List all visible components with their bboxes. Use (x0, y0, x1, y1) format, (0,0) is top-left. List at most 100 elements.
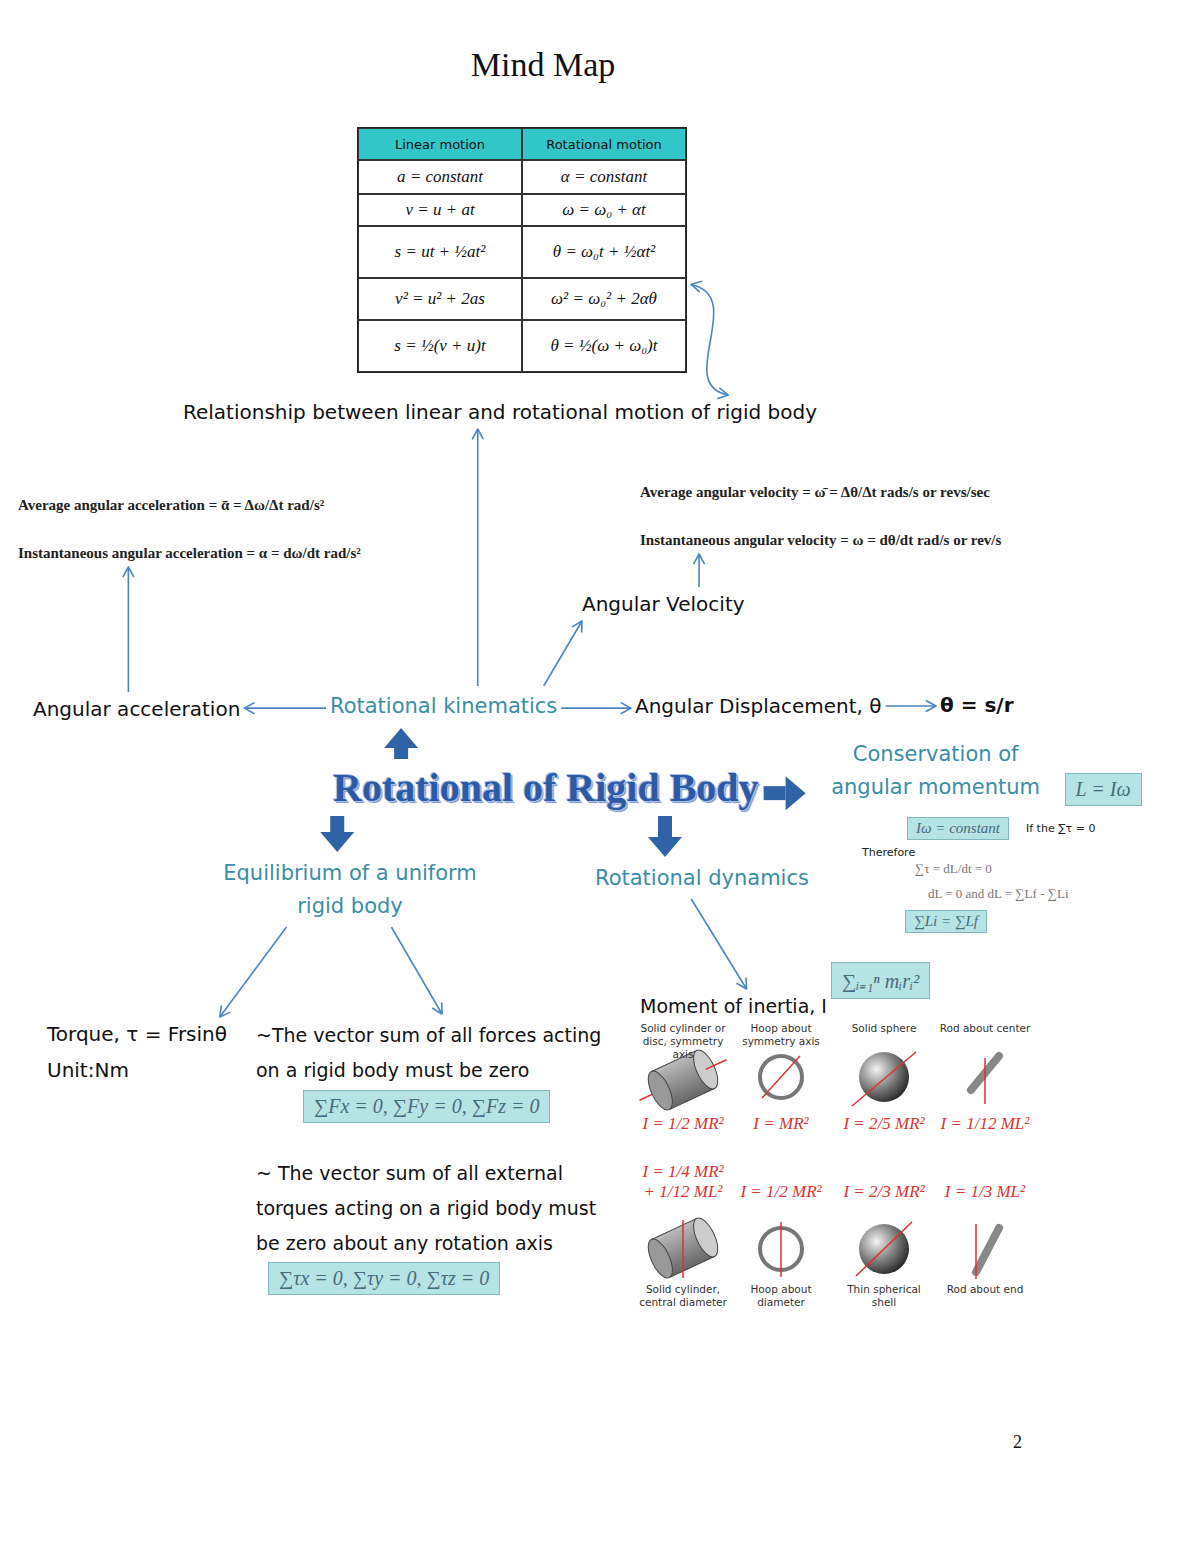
topic-text: Angular Velocity (582, 591, 745, 617)
table-cell: v = u + at (358, 194, 522, 226)
formula-box: Iω = constant (907, 817, 1009, 840)
topic-text: Moment of inertia, I (640, 993, 827, 1019)
topic-text: Torque, τ = FrsinθUnit:Nm (47, 1021, 227, 1083)
table-cell: v² = u² + 2as (358, 278, 522, 320)
table-cell: θ = ½(ω + ω₀)t (522, 320, 686, 372)
formula-text: θ = s/r (940, 692, 1014, 718)
inertia-formula: I = 2/5 MR² (836, 1114, 932, 1134)
node-text: ∑ᵢ₌₁ⁿ mᵢrᵢ² (842, 967, 919, 994)
shape-caption: Rod about center (936, 1022, 1034, 1035)
node-text: Angular Velocity (582, 591, 745, 617)
shape-caption: Rod about end (936, 1283, 1034, 1296)
arrow-head (926, 701, 936, 712)
connector-line (128, 567, 130, 692)
topic-text: Angular acceleration (33, 696, 240, 722)
curved-line (691, 284, 728, 395)
node-text: Iω = constant (916, 820, 1000, 837)
hoop-symmetry (760, 1056, 802, 1098)
connector-line (220, 927, 287, 1017)
shape-caption: Solid cylinder, central diameter (634, 1283, 732, 1309)
connector-line (244, 707, 326, 709)
topic-text: Relationship between linear and rotation… (183, 399, 817, 425)
node-text: θ = s/r (940, 692, 1014, 718)
node-text: Angular Displacement, θ (635, 693, 882, 719)
arrow-head (648, 837, 682, 857)
table-cell: Linear motion (358, 128, 522, 160)
arrow-head (573, 621, 582, 632)
node-text: Rotational dynamics (595, 862, 809, 895)
arrow-shaft (658, 816, 672, 837)
connector-arrow (691, 899, 746, 989)
formula-block: Average angular acceleration = ᾱ = Δω/Δt… (18, 495, 361, 563)
connector-line (886, 705, 936, 707)
inertia-formula: I = 1/4 MR² + 1/12 ML² (635, 1162, 731, 1202)
connector-line (544, 621, 582, 686)
node-text: Instantaneous angular velocity = ω = dθ/… (640, 530, 1001, 550)
node-text: Angular acceleration (33, 696, 240, 722)
connector-arrow (220, 927, 287, 1017)
node-text: ∑τx = 0, ∑τy = 0, ∑τz = 0 (279, 1267, 489, 1290)
block-arrow (320, 816, 354, 852)
arrow-head (433, 1003, 442, 1014)
table-cell: a = constant (358, 160, 522, 194)
connector-line (698, 554, 700, 587)
connector-arrow (694, 554, 705, 587)
table-cell: Rotational motion (522, 128, 686, 160)
shape-caption: Hoop about symmetry axis (732, 1022, 830, 1048)
topic-text: Angular Displacement, θ (635, 693, 882, 719)
rod-center (971, 1056, 999, 1104)
map-title: Mind Map (0, 46, 1086, 84)
node-text: Equilibrium of a uniform rigid body (212, 857, 488, 923)
table-cell: θ = ω₀t + ½αt² (522, 226, 686, 278)
node-text: Rotational of Rigid Body (333, 764, 759, 811)
note-text: If the ∑τ = 0 (1026, 822, 1095, 835)
block-arrow (384, 728, 418, 759)
arrow-head (691, 281, 702, 291)
arrow-head (737, 978, 747, 989)
node-text: Average angular velocity = ω̄ = Δθ/Δt ra… (640, 482, 1001, 502)
hoop-diameter (760, 1222, 802, 1277)
table-cell: s = ½(v + u)t (358, 320, 522, 372)
connector-line (391, 927, 442, 1014)
formula-box: L = Iω (1065, 773, 1142, 806)
table-cell: α = constant (522, 160, 686, 194)
shape-caption: Thin spherical shell (835, 1283, 933, 1309)
arrow-head (123, 567, 134, 577)
arrow-head (220, 1006, 230, 1017)
connector-line (561, 707, 631, 709)
inertia-formula: I = 1/2 MR² (733, 1182, 829, 1202)
equation-table: Linear motionRotational motiona = consta… (357, 127, 687, 373)
arrow-head (786, 776, 806, 810)
inertia-formula: I = 1/3 ML² (937, 1182, 1033, 1202)
arrow-head (718, 388, 728, 398)
note-text: dL = 0 and dL = ∑Lf - ∑Li (928, 886, 1069, 902)
node-text: Average angular acceleration = ᾱ = Δω/Δt… (18, 495, 361, 515)
node-text: L = Iω (1076, 778, 1131, 801)
node-text: ∑Li = ∑Lf (914, 913, 978, 930)
arrow-shaft (330, 816, 344, 832)
table-cell: ω² = ω₀² + 2αθ (522, 278, 686, 320)
arrow-head (320, 832, 354, 852)
node-text: ~ The vector sum of all external torques… (256, 1156, 618, 1261)
connector-arrow (472, 429, 483, 686)
branch-topic: Rotational dynamics (595, 862, 809, 895)
formula-block: Average angular velocity = ω̄ = Δθ/Δt ra… (640, 482, 1001, 550)
topic-text: ~ The vector sum of all external torques… (256, 1156, 618, 1261)
arrow-head (694, 554, 705, 564)
connector-arrow (391, 927, 442, 1014)
central-topic: Rotational of Rigid Body (333, 764, 759, 811)
connector-arrow (123, 567, 134, 692)
connector-arrow (244, 703, 326, 714)
node-text: Unit:Nm (47, 1057, 227, 1083)
inertia-formula: I = MR² (733, 1114, 829, 1134)
connector-arrow (544, 621, 582, 686)
arrow-head (621, 703, 631, 714)
node-text: Conservation of angular momentum (811, 738, 1061, 804)
block-arrow (648, 816, 682, 857)
node-text: Rotational kinematics (330, 690, 557, 723)
formula-box: ∑ᵢ₌₁ⁿ mᵢrᵢ² (831, 962, 930, 999)
node-text: Torque, τ = Frsinθ (47, 1021, 227, 1047)
formula-box: ∑Fx = 0, ∑Fy = 0, ∑Fz = 0 (303, 1090, 550, 1123)
connector-arrow (691, 281, 728, 398)
